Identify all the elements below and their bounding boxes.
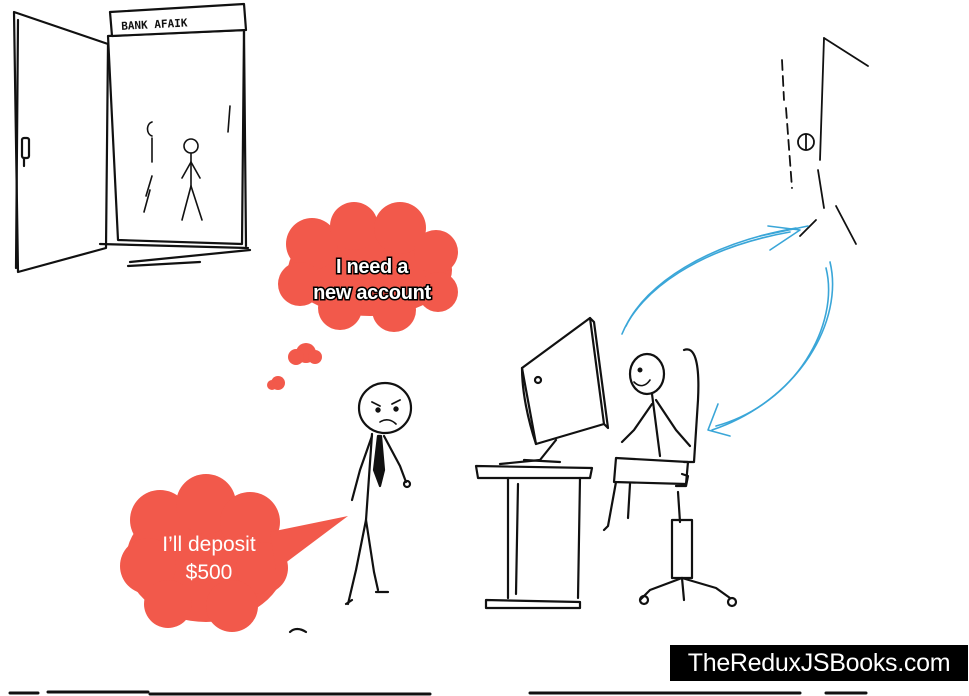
- thought-bubble: [267, 202, 458, 390]
- watermark-label: TheReduxJSBooks.com: [670, 645, 968, 681]
- speech-bubble-line-2: $500: [186, 561, 233, 584]
- bank-customer-2: [181, 138, 203, 221]
- necktie: [372, 434, 386, 488]
- bank-entrance: BANK AFAIK: [12, 2, 252, 274]
- bank-sign-board: [108, 2, 248, 38]
- teller-figure: [602, 352, 692, 532]
- teller-desk: [474, 316, 610, 610]
- customer-figure: [288, 381, 413, 634]
- arrow-to-backroom: [621, 231, 791, 335]
- thought-bubble-line-1: I need a: [336, 256, 409, 278]
- backroom-door: [781, 37, 869, 245]
- door-handle-icon: [20, 136, 31, 160]
- speech-bubble-line-1: I’ll deposit: [162, 533, 256, 556]
- floor-line: [8, 690, 868, 696]
- bank-sign-text: BANK AFAIK: [121, 16, 188, 32]
- thought-bubble-line-2: new account: [313, 282, 431, 304]
- office-chair: [638, 348, 738, 608]
- flow-arrows: [621, 225, 834, 437]
- door-frame: [106, 28, 246, 246]
- speech-bubble: [120, 474, 348, 632]
- bank-customer-1: [143, 121, 153, 213]
